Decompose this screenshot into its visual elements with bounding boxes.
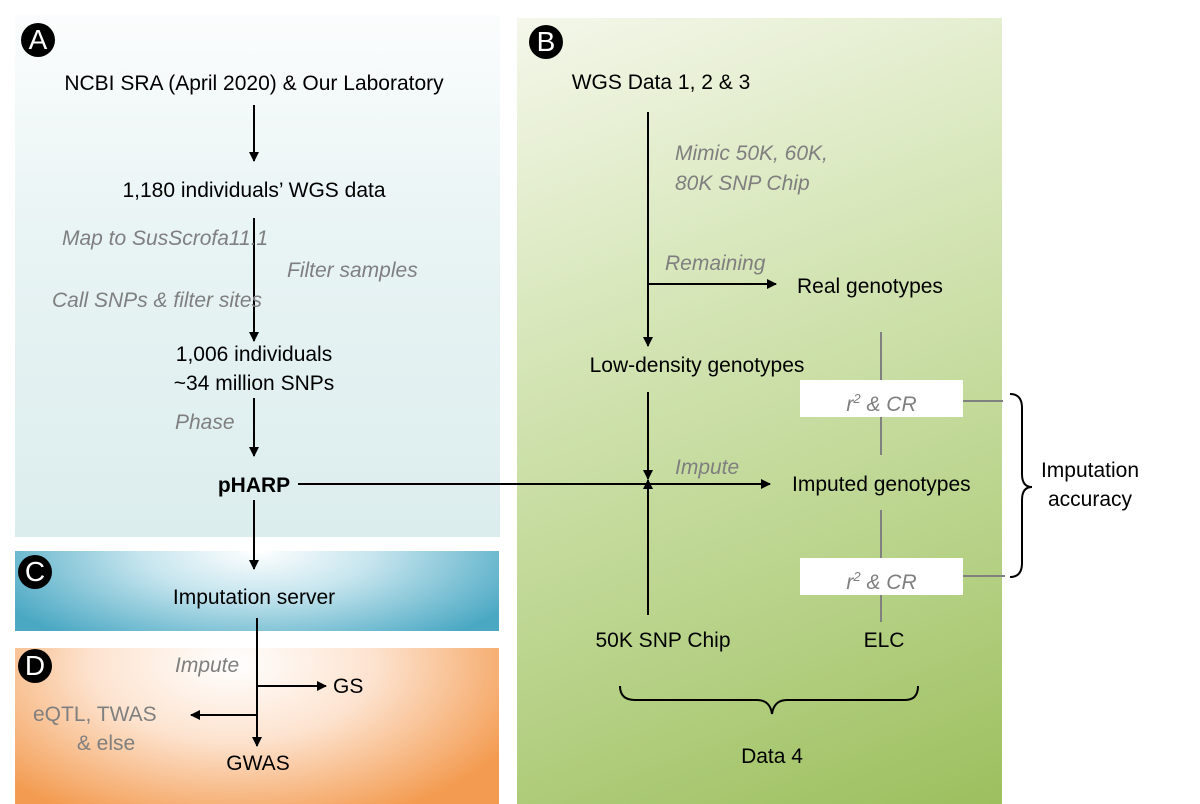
low-density-genotypes-label: Low-density genotypes: [589, 354, 805, 377]
eqtl-label: eQTL, TWAS: [33, 703, 157, 726]
metric-box-bottom: r2 & CR: [800, 558, 963, 595]
imputed-genotypes-label: Imputed genotypes: [792, 473, 971, 496]
source-label: NCBI SRA (April 2020) & Our Laboratory: [64, 72, 444, 95]
real-genotypes-label: Real genotypes: [797, 275, 943, 298]
call-snps-label: Call SNPs & filter sites: [52, 289, 263, 312]
else-label: & else: [76, 732, 136, 755]
snp-chip-label: 50K SNP Chip: [595, 629, 731, 652]
elc-label: ELC: [863, 629, 905, 652]
remaining-label: Remaining: [665, 252, 766, 275]
mimic-label-1: Mimic 50K, 60K,: [675, 142, 828, 165]
metric-box-top: r2 & CR: [800, 380, 963, 417]
panel-d-badge: D: [18, 649, 52, 683]
filter-samples-label: Filter samples: [287, 259, 418, 282]
metric-r: r: [846, 571, 854, 594]
brace-accuracy: [1009, 393, 1033, 578]
imputation-server-label: Imputation server: [172, 586, 336, 609]
pharp-panel-label: pHARP: [217, 474, 291, 497]
gwas-label: GWAS: [226, 752, 290, 775]
panel-a-badge: A: [21, 23, 55, 57]
wgs-individuals-label: 1,180 individuals’ WGS data: [122, 179, 386, 202]
panel-b-badge: B: [529, 25, 563, 59]
metric-sup: 2: [853, 391, 861, 406]
mimic-label-2: 80K SNP Chip: [675, 172, 810, 195]
snp-count-label: ~34 million SNPs: [173, 372, 335, 395]
metric-rest: & CR: [860, 393, 917, 416]
gs-label: GS: [333, 675, 364, 698]
metric-rest: & CR: [860, 571, 917, 594]
panel-c-badge: C: [18, 555, 52, 589]
b-impute-label: Impute: [675, 456, 740, 479]
wgs-data-label: WGS Data 1, 2 & 3: [571, 71, 751, 94]
data4-label: Data 4: [741, 745, 803, 768]
metric-sup: 2: [853, 569, 861, 584]
individuals-count-label: 1,006 individuals: [175, 343, 333, 366]
d-impute-label: Impute: [175, 654, 240, 677]
phase-step-label: Phase: [175, 411, 235, 434]
brace-data4: [619, 685, 919, 715]
map-step-label: Map to SusScrofa11.1: [62, 227, 269, 250]
accuracy-label-2: accuracy: [1047, 488, 1133, 511]
metric-r: r: [846, 393, 854, 416]
accuracy-label-1: Imputation: [1040, 459, 1140, 482]
